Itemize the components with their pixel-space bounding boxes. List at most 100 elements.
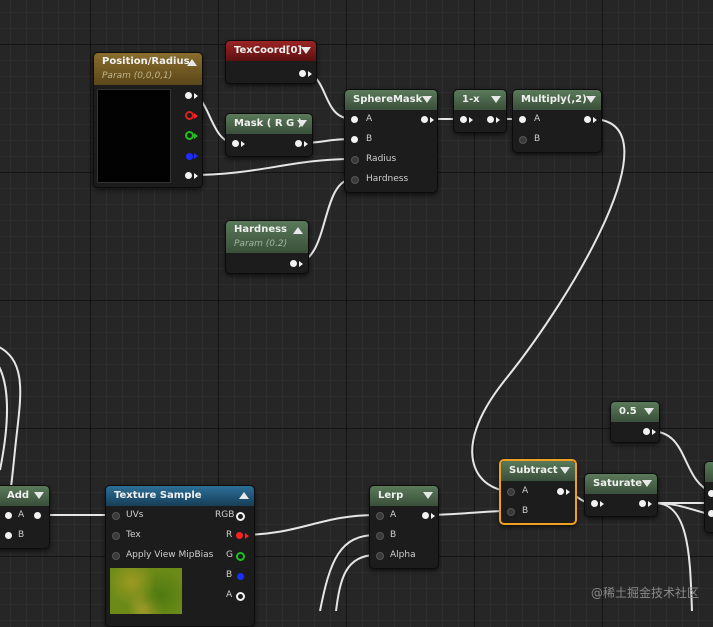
position-radius-title: Position/Radius [102,56,190,67]
pin-arrow-icon [308,71,312,77]
constant-node[interactable]: 0.5 [610,401,660,443]
input-pin-alpha[interactable] [376,552,384,560]
parameter-preview [97,89,171,183]
one-minus-x-header[interactable]: 1-x [454,90,506,110]
input-pin[interactable] [591,500,598,507]
mask-header[interactable]: Mask ( R G ) [226,114,312,134]
output-pin[interactable] [299,70,306,77]
spheremask-node[interactable]: SphereMask A B Radius Hardness [344,89,438,193]
input-pin-b[interactable] [507,508,515,516]
output-pin-b[interactable] [186,153,193,160]
collapse-icon[interactable] [586,96,596,103]
input-pin-b[interactable] [519,136,527,144]
input-pin-b[interactable] [376,532,384,540]
texcoord-node[interactable]: TexCoord[0] [225,40,317,84]
position-radius-header[interactable]: Position/Radius Param (0,0,0,1) [94,53,202,85]
saturate-node[interactable]: Saturate [584,473,658,517]
hardness-node[interactable]: Hardness Param (0.2) [225,220,309,274]
pin-arrow-icon [652,429,656,435]
output-pin-rgba[interactable] [185,92,192,99]
collapse-icon[interactable] [293,227,303,234]
pin-arrow-icon [648,501,652,507]
collapse-icon[interactable] [422,96,432,103]
multiply-node[interactable]: Multiply(,2) A B [512,89,602,153]
output-pin-r[interactable] [236,532,243,539]
lerp-node[interactable]: Lerp A B Alpha [369,485,439,569]
pin-label-a: A [534,114,541,124]
output-pin-b[interactable] [237,573,244,580]
collapse-icon[interactable] [301,47,311,54]
pin-arrow-icon [431,513,435,519]
output-pin-a[interactable] [185,172,192,179]
output-pin[interactable] [421,116,428,123]
add-node[interactable]: Add A B [0,485,50,549]
position-radius-node[interactable]: Position/Radius Param (0,0,0,1) [93,52,203,188]
pin-arrow-icon [566,489,570,495]
input-pin-mipbias[interactable] [112,552,120,560]
input-pin[interactable] [708,510,713,517]
input-pin[interactable] [708,490,713,497]
collapse-icon[interactable] [491,96,501,103]
collapse-icon[interactable] [34,492,44,499]
output-pin-g[interactable] [185,131,194,140]
output-pin[interactable] [557,488,564,495]
collapse-icon[interactable] [297,120,307,127]
pin-label-b: B [390,530,397,540]
input-pin-tex[interactable] [112,532,120,540]
output-pin-r[interactable] [185,111,194,120]
output-pin-a[interactable] [236,592,245,601]
input-pin-b[interactable] [351,136,358,143]
mask-node[interactable]: Mask ( R G ) [225,113,313,157]
output-pin[interactable] [422,512,429,519]
output-pin-rgb[interactable] [236,512,245,521]
input-pin-a[interactable] [376,512,384,520]
collapse-icon[interactable] [187,59,197,66]
input-pin-a[interactable] [519,116,526,123]
subtract-node[interactable]: Subtract A B [499,459,577,525]
output-pin-g[interactable] [236,552,245,561]
multiply-title: Multiply(,2) [521,94,587,105]
add-title: Add [7,490,30,501]
input-pin-uvs[interactable] [112,512,120,520]
constant-header[interactable]: 0.5 [611,402,659,422]
add-header[interactable]: Add [0,486,49,506]
input-pin-b[interactable] [5,532,12,539]
input-pin-radius[interactable] [351,156,359,164]
input-pin[interactable] [460,116,467,123]
texture-sample-node[interactable]: Texture Sample UVs Tex Apply View MipBia… [105,485,255,627]
input-pin-a[interactable] [507,488,515,496]
hardness-header[interactable]: Hardness Param (0.2) [226,221,308,253]
subtract-header[interactable]: Subtract [501,461,575,481]
collapse-icon[interactable] [642,480,652,487]
output-pin[interactable] [584,116,591,123]
output-pin[interactable] [290,260,297,267]
output-pin[interactable] [639,500,646,507]
multiply-header[interactable]: Multiply(,2) [513,90,601,110]
input-pin-hardness[interactable] [351,176,359,184]
output-pin[interactable] [34,512,41,519]
hardness-subtitle: Param (0.2) [234,239,288,249]
pin-arrow-icon [600,501,604,507]
pin-label-a: A [522,486,529,496]
spheremask-header[interactable]: SphereMask [345,90,437,110]
collapse-icon[interactable] [239,492,249,499]
texcoord-header[interactable]: TexCoord[0] [226,41,316,61]
offscreen-node-header[interactable] [705,462,713,482]
offscreen-node[interactable] [704,461,713,533]
lerp-title: Lerp [378,490,404,501]
collapse-icon[interactable] [423,492,433,499]
texture-sample-header[interactable]: Texture Sample [106,486,254,506]
output-pin[interactable] [295,140,302,147]
output-pin[interactable] [487,116,494,123]
lerp-header[interactable]: Lerp [370,486,438,506]
input-pin-a[interactable] [351,116,358,123]
input-pin-a[interactable] [5,512,12,519]
collapse-icon[interactable] [560,467,570,474]
one-minus-x-node[interactable]: 1-x [453,89,507,133]
saturate-header[interactable]: Saturate [585,474,657,494]
input-pin[interactable] [232,140,239,147]
pin-label-uvs: UVs [126,510,144,520]
output-pin[interactable] [643,428,650,435]
collapse-icon[interactable] [644,408,654,415]
texture-preview [110,568,182,614]
